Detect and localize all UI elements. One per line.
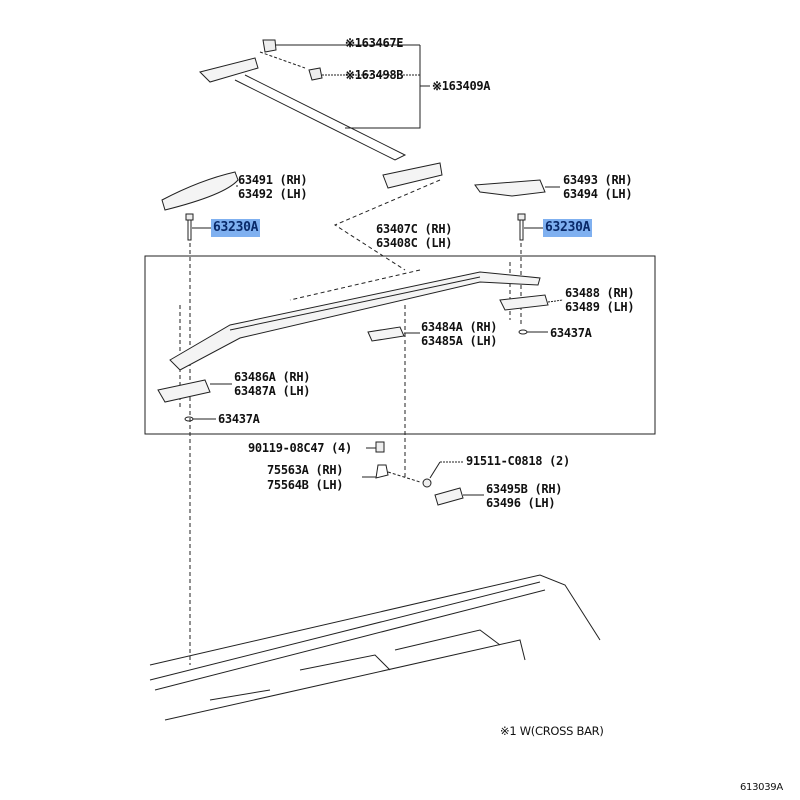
part-link-63230a-right[interactable]: 63230A bbox=[543, 219, 593, 237]
part-label-63491: 63491 (RH) bbox=[238, 173, 308, 187]
part-label-163409a: ※163409A bbox=[432, 79, 491, 93]
part-label-91511: 91511-C0818 (2) bbox=[466, 454, 570, 468]
diagram-id: 613039A bbox=[740, 782, 783, 793]
part-label-63489: 63489 (LH) bbox=[565, 300, 635, 314]
footnote: ※1 W(CROSS BAR) bbox=[500, 724, 604, 738]
part-label-63496: 63496 (LH) bbox=[486, 496, 556, 510]
roof-rail-drawing bbox=[169, 271, 541, 371]
part-label-75563a: 75563A (RH) bbox=[267, 463, 344, 477]
part-label-63486a: 63486A (RH) bbox=[234, 370, 311, 384]
part-label-163467e: ※163467E bbox=[345, 36, 404, 50]
part-label-63437a-left: 63437A bbox=[218, 412, 260, 426]
part-link-63230a-left[interactable]: 63230A bbox=[211, 219, 261, 237]
part-label-63488: 63488 (RH) bbox=[565, 286, 635, 300]
end-cap-right-drawing bbox=[474, 179, 546, 197]
assembly-box bbox=[144, 255, 656, 435]
part-label-75564b: 75564B (LH) bbox=[267, 478, 344, 492]
part-label-63408c: 63408C (LH) bbox=[376, 236, 453, 250]
cross-bar-drawing bbox=[199, 39, 443, 189]
part-label-63437a-right: 63437A bbox=[550, 326, 592, 340]
vehicle-roof-drawing bbox=[149, 574, 601, 721]
part-label-63494: 63494 (LH) bbox=[563, 187, 633, 201]
part-label-63485a: 63485A (LH) bbox=[421, 334, 498, 348]
part-label-63495b: 63495B (RH) bbox=[486, 482, 563, 496]
part-label-163498b: ※163498B bbox=[345, 68, 404, 82]
part-label-63484a: 63484A (RH) bbox=[421, 320, 498, 334]
part-label-63487a: 63487A (LH) bbox=[234, 384, 311, 398]
part-label-63493: 63493 (RH) bbox=[563, 173, 633, 187]
part-label-63492: 63492 (LH) bbox=[238, 187, 308, 201]
part-label-63407c: 63407C (RH) bbox=[376, 222, 453, 236]
bolt-right-drawing bbox=[517, 213, 543, 241]
bolt-left-drawing bbox=[185, 213, 211, 241]
part-label-90119: 90119-08C47 (4) bbox=[248, 441, 352, 455]
end-cap-left-drawing bbox=[161, 171, 239, 211]
